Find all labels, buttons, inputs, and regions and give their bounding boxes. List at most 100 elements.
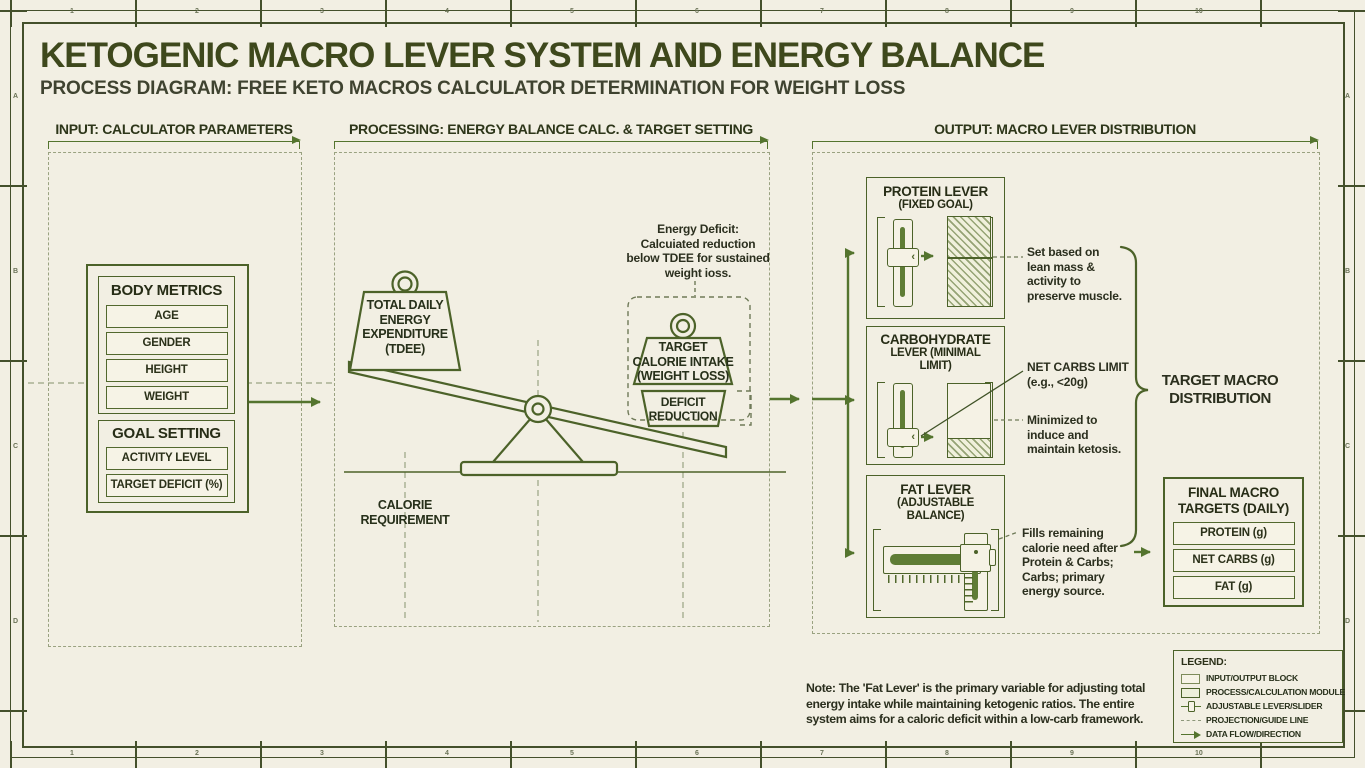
deficit-weight-shape bbox=[640, 389, 727, 428]
frame-tick-left bbox=[0, 185, 27, 187]
frame-tick-left bbox=[0, 535, 27, 537]
macro-target-row-net-carbs-g: NET CARBS (g) bbox=[1172, 549, 1295, 572]
fat-ruler-vertical bbox=[965, 577, 973, 605]
guide-line-symbol bbox=[1181, 715, 1202, 726]
frame-tick-top bbox=[385, 0, 387, 27]
frame-tick-bottom bbox=[1260, 741, 1262, 768]
macro-target-row-fat-g: FAT (g) bbox=[1172, 576, 1295, 599]
frame-zone-number: 8 bbox=[945, 750, 949, 757]
frame-tick-top bbox=[760, 0, 762, 27]
target-weight-shape bbox=[632, 336, 734, 386]
frame-zone-number: 9 bbox=[1070, 750, 1074, 757]
footnote: Note: The 'Fat Lever' is the primary var… bbox=[806, 681, 1146, 726]
frame-tick-bottom bbox=[260, 741, 262, 768]
body-metric-field-height: HEIGHT bbox=[105, 359, 228, 382]
frame-zone-number: 10 bbox=[1195, 750, 1203, 757]
final-macro-rows: PROTEIN (g) NET CARBS (g) FAT (g) bbox=[1165, 522, 1302, 599]
legend-title: LEGEND: bbox=[1181, 656, 1227, 668]
carb-minimal-fill bbox=[948, 438, 990, 457]
frame-tick-bottom bbox=[635, 741, 637, 768]
right-bracket bbox=[991, 529, 999, 611]
data-flow-arrows bbox=[246, 248, 1151, 558]
protein-lever-module: PROTEIN LEVER (FIXED GOAL) bbox=[866, 177, 1005, 319]
output-section-boundary bbox=[812, 152, 1320, 634]
data-flow-symbol bbox=[1181, 729, 1202, 740]
frame-zone-number: 3 bbox=[320, 750, 324, 757]
input-section-header: INPUT: CALCULATOR PARAMETERS bbox=[55, 121, 293, 137]
protein-annotation: Set based on lean mass & activity to pre… bbox=[1027, 245, 1122, 303]
frame-tick-right bbox=[1338, 360, 1365, 362]
carbohydrate-lever-title: CARBOHYDRATE bbox=[880, 332, 991, 347]
legend-item-adjustable-lever-slider: ADJUSTABLE LEVER/SLIDER bbox=[1181, 699, 1342, 713]
page-subtitle: PROCESS DIAGRAM: FREE KETO MACROS CALCUL… bbox=[40, 78, 906, 99]
fat-horizontal-bar bbox=[890, 554, 972, 565]
frame-zone-number: 3 bbox=[320, 8, 324, 15]
frame-tick-top bbox=[510, 0, 512, 27]
carbohydrate-lever-module: CARBOHYDRATE LEVER (MINIMAL LIMIT) bbox=[866, 326, 1005, 465]
final-macro-targets-block: FINAL MACRO TARGETS (DAILY) PROTEIN (g) N… bbox=[1163, 477, 1304, 607]
energy-deficit-group-outline bbox=[627, 281, 752, 426]
left-bracket bbox=[873, 529, 881, 611]
frame-tick-left bbox=[0, 360, 27, 362]
frame-zone-number: 7 bbox=[820, 8, 824, 15]
legend-label: PROJECTION/GUIDE LINE bbox=[1206, 715, 1309, 725]
frame-zone-letter: D bbox=[13, 618, 19, 625]
processing-section-bracket-arrow bbox=[334, 136, 769, 149]
frame-tick-top bbox=[635, 0, 637, 27]
frame-tick-right bbox=[1338, 185, 1365, 187]
io-block-symbol bbox=[1181, 673, 1202, 684]
fulcrum-base bbox=[459, 460, 619, 477]
carb-slider-bar bbox=[900, 390, 905, 448]
frame-tick-top bbox=[1260, 0, 1262, 27]
frame-tick-top bbox=[1135, 0, 1137, 27]
balance-scale-graphic bbox=[344, 270, 786, 477]
frame-zone-number: 5 bbox=[570, 750, 574, 757]
left-bracket bbox=[877, 217, 885, 307]
processing-section-header: PROCESSING: ENERGY BALANCE CALC. & TARGE… bbox=[348, 121, 754, 137]
deficit-weight-label: DEFICIT REDUCTION bbox=[648, 395, 718, 423]
frame-tick-right bbox=[1338, 710, 1365, 712]
frame-tick-top bbox=[885, 0, 887, 27]
frame-tick-right bbox=[1338, 535, 1365, 537]
frame-zone-number: 7 bbox=[820, 750, 824, 757]
pivot-circle bbox=[523, 394, 553, 424]
frame-zone-number: 8 bbox=[945, 8, 949, 15]
frame-tick-right bbox=[1338, 10, 1365, 12]
fat-ruler-horizontal bbox=[888, 575, 964, 583]
legend-item-projection-guide-line: PROJECTION/GUIDE LINE bbox=[1181, 713, 1342, 727]
frame-zone-number: 4 bbox=[445, 8, 449, 15]
frame-tick-bottom bbox=[135, 741, 137, 768]
final-macro-targets-title: FINAL MACRO TARGETS (DAILY) bbox=[1177, 485, 1289, 516]
page-title: KETOGENIC MACRO LEVER SYSTEM AND ENERGY … bbox=[40, 36, 1045, 75]
frame-zone-letter: A bbox=[1345, 93, 1351, 100]
macro-target-row-protein-g: PROTEIN (g) bbox=[1172, 522, 1295, 545]
fat-lever-subtitle: (ADJUSTABLE BALANCE) bbox=[897, 497, 974, 522]
body-metric-field-age: AGE bbox=[105, 305, 228, 328]
protein-target-bar bbox=[947, 216, 991, 307]
tdee-weight-shape bbox=[348, 290, 462, 372]
frame-zone-letter: B bbox=[1345, 268, 1351, 275]
output-section-header: OUTPUT: MACRO LEVER DISTRIBUTION bbox=[934, 121, 1196, 137]
input-section-bracket-arrow bbox=[48, 136, 301, 149]
goal-setting-title: GOAL SETTING bbox=[112, 425, 221, 442]
frame-tick-left bbox=[0, 10, 27, 12]
net-carbs-callout: NET CARBS LIMIT (e.g., <20g) bbox=[1027, 360, 1129, 389]
frame-tick-bottom bbox=[760, 741, 762, 768]
energy-deficit-annotation: Energy Deficit: Calcuiated reduction bel… bbox=[626, 222, 770, 280]
protein-slider-handle bbox=[887, 248, 919, 267]
carb-annotation: Minimized to induce and maintain ketosis… bbox=[1027, 413, 1121, 456]
frame-zone-letter: D bbox=[1345, 618, 1351, 625]
legend-item-input-output-block: INPUT/OUTPUT BLOCK bbox=[1181, 671, 1342, 685]
frame-zone-number: 10 bbox=[1195, 8, 1203, 15]
frame-tick-top bbox=[10, 0, 12, 27]
processing-section-boundary bbox=[334, 152, 770, 627]
